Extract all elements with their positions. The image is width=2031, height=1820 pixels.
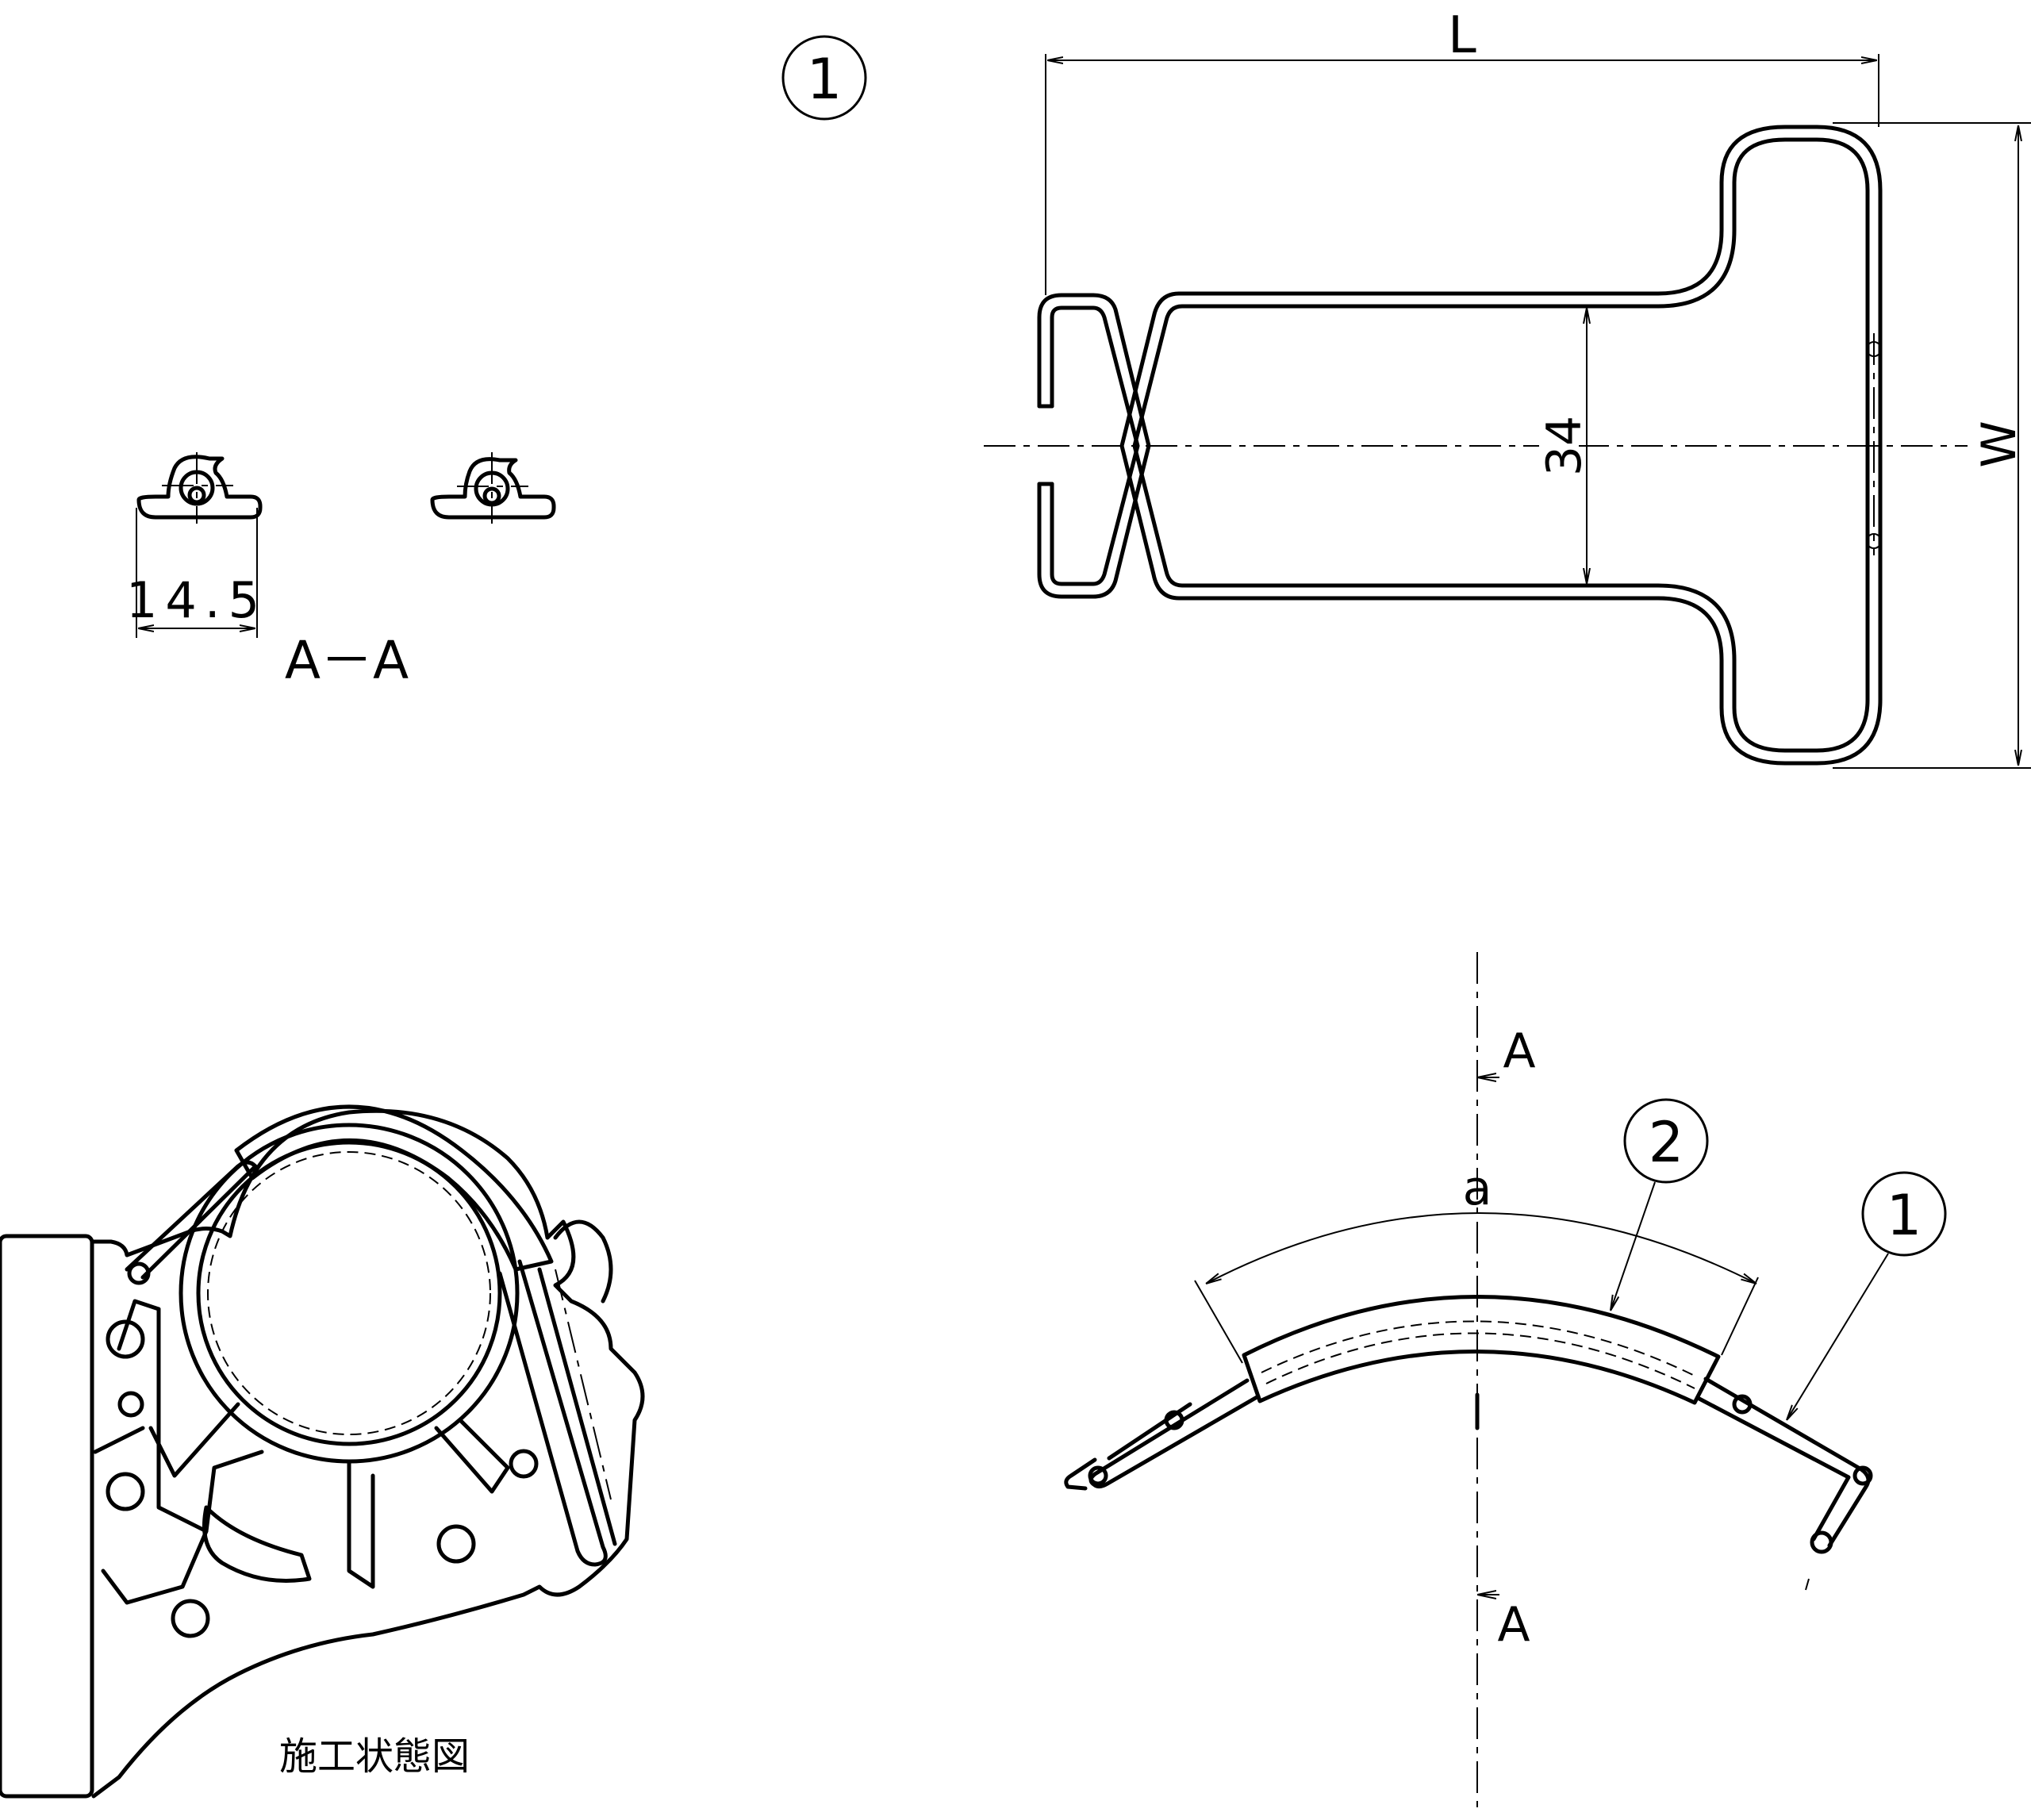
dimension-length-label: L — [1448, 6, 1476, 65]
dimension-arc-a — [1206, 1212, 1756, 1284]
part-balloon-1-side-label: 1 — [1887, 1183, 1922, 1248]
section-title: A－A — [285, 630, 409, 691]
pipe-ring-inner — [196, 1140, 502, 1446]
installed-state-view: 施工状態図 — [0, 1104, 645, 1799]
part-balloon-1 — [781, 35, 867, 121]
section-a-a: 14.5 A－A — [126, 452, 556, 691]
part-balloon-2-label: 2 — [1649, 1110, 1684, 1175]
side-view: A A a 2 1 — [1064, 952, 1947, 1809]
installed-caption: 施工状態図 — [279, 1734, 470, 1779]
dimension-arc-label: a — [1463, 1161, 1492, 1216]
dimension-34-label: 34 — [1537, 416, 1592, 476]
dimension-width-label: W — [1971, 420, 2027, 467]
part-balloon-1-side — [1861, 1171, 1947, 1257]
part-balloon-2 — [1623, 1098, 1709, 1184]
part-balloon-1-label: 1 — [807, 47, 843, 112]
section-mark-bottom: A — [1497, 1597, 1530, 1653]
dimension-14-5-label: 14.5 — [126, 571, 267, 629]
part-1-top-view: 1 L W 34 — [781, 6, 2031, 769]
section-mark-top: A — [1503, 1023, 1535, 1079]
wire-clip-outline — [1037, 125, 1883, 766]
saddle-cover — [234, 1104, 554, 1272]
wall-plate — [0, 1234, 94, 1799]
